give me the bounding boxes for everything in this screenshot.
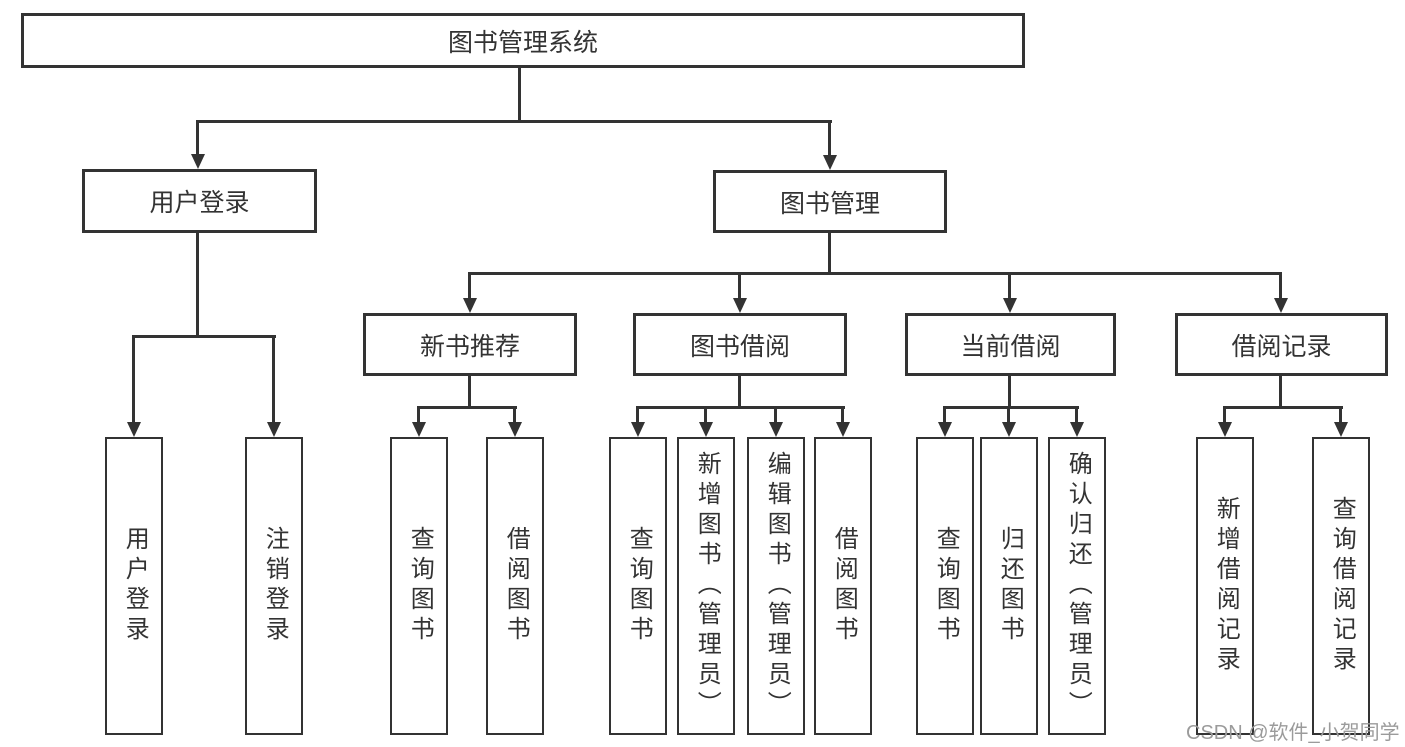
- node-label: 图书借阅: [689, 332, 790, 361]
- node-library-management-system: 图书管理系统: [21, 13, 1025, 68]
- leaf-edit-books-admin: 编辑图书（管理员）: [747, 437, 805, 735]
- leaf-borrow-books-1: 借阅图书: [486, 437, 544, 735]
- connector-borrowing-records-stem: [1279, 376, 1282, 407]
- leaf-label: 新增借阅记录: [1212, 496, 1240, 676]
- arrow-to-leaf-add-borrow-record: [1217, 406, 1232, 437]
- arrow-to-book-borrowing: [732, 272, 747, 313]
- node-book-management: 图书管理: [713, 170, 947, 233]
- leaf-label: 确认归还（管理员）: [1064, 451, 1092, 721]
- leaf-label: 用户登录: [121, 526, 149, 646]
- connector-borrowing-records-spreader: [1223, 406, 1343, 409]
- leaf-query-books-1: 查询图书: [390, 437, 448, 735]
- connector-new-book-stem: [468, 376, 471, 407]
- connector-user-login-spreader: [132, 335, 276, 338]
- arrow-to-leaf-edit-books: [768, 406, 783, 437]
- arrow-to-current-borrowing: [1002, 272, 1017, 313]
- leaf-query-books-2: 查询图书: [609, 437, 667, 735]
- connector-current-borrowing-spreader: [943, 406, 1079, 409]
- leaf-query-books-3: 查询图书: [916, 437, 974, 735]
- connector-book-management-stem: [828, 233, 831, 273]
- arrow-to-leaf-add-books: [698, 406, 713, 437]
- leaf-label: 查询图书: [625, 526, 653, 646]
- connector-current-borrowing-stem: [1008, 376, 1011, 407]
- arrow-to-book-management: [822, 120, 837, 170]
- arrow-to-leaf-query-books-1: [411, 406, 426, 437]
- connector-user-login-stem: [196, 232, 199, 336]
- arrow-to-new-book-recommendation: [462, 272, 477, 313]
- arrow-to-leaf-user-login: [126, 335, 141, 437]
- arrow-to-leaf-query-borrow-record: [1333, 406, 1348, 437]
- connector-book-borrowing-stem: [738, 376, 741, 407]
- connector-root-spreader: [196, 120, 832, 123]
- watermark-csdn: CSDN @软件_小贺同学: [1186, 722, 1400, 744]
- leaf-borrow-books-2: 借阅图书: [814, 437, 872, 735]
- leaf-label: 归还图书: [996, 526, 1024, 646]
- arrow-to-leaf-logout: [266, 335, 281, 437]
- leaf-label: 借阅图书: [830, 526, 858, 646]
- arrow-to-leaf-borrow-books-2: [835, 406, 850, 437]
- leaf-user-login: 用户登录: [105, 437, 163, 735]
- leaf-confirm-return-admin: 确认归还（管理员）: [1048, 437, 1106, 735]
- leaf-label: 编辑图书（管理员）: [763, 451, 791, 721]
- node-label: 用户登录: [149, 189, 250, 217]
- node-borrowing-records: 借阅记录: [1175, 313, 1388, 376]
- leaf-label: 借阅图书: [502, 526, 530, 646]
- arrow-to-leaf-return-books: [1001, 406, 1016, 437]
- node-new-book-recommendation: 新书推荐: [363, 313, 577, 376]
- node-label: 图书管理系统: [447, 28, 598, 57]
- leaf-label: 查询图书: [932, 526, 960, 646]
- leaf-logout-login: 注销登录: [245, 437, 303, 735]
- leaf-add-borrow-record: 新增借阅记录: [1196, 437, 1254, 735]
- arrow-to-user-login: [190, 120, 205, 169]
- arrow-to-leaf-borrow-books-1: [507, 406, 522, 437]
- leaf-label: 查询借阅记录: [1328, 496, 1356, 676]
- node-label: 图书管理: [779, 189, 880, 218]
- connector-root-stem: [518, 68, 521, 121]
- arrow-to-borrowing-records: [1273, 272, 1288, 313]
- node-book-borrowing: 图书借阅: [633, 313, 847, 376]
- node-label: 借阅记录: [1231, 332, 1332, 361]
- node-current-borrowing: 当前借阅: [905, 313, 1116, 376]
- leaf-query-borrow-record: 查询借阅记录: [1312, 437, 1370, 735]
- leaf-add-books-admin: 新增图书（管理员）: [677, 437, 735, 735]
- node-user-login: 用户登录: [82, 169, 317, 233]
- connector-book-borrowing-spreader: [636, 406, 845, 409]
- arrow-to-leaf-confirm-return: [1069, 406, 1084, 437]
- leaf-label: 注销登录: [261, 526, 289, 646]
- leaf-label: 查询图书: [406, 526, 434, 646]
- node-label: 当前借阅: [960, 332, 1061, 361]
- arrow-to-leaf-query-books-3: [937, 406, 952, 437]
- connector-level3-spreader: [468, 272, 1282, 275]
- connector-new-book-spreader: [417, 406, 517, 409]
- leaf-return-books: 归还图书: [980, 437, 1038, 735]
- node-label: 新书推荐: [419, 332, 520, 361]
- arrow-to-leaf-query-books-2: [630, 406, 645, 437]
- leaf-label: 新增图书（管理员）: [693, 451, 721, 721]
